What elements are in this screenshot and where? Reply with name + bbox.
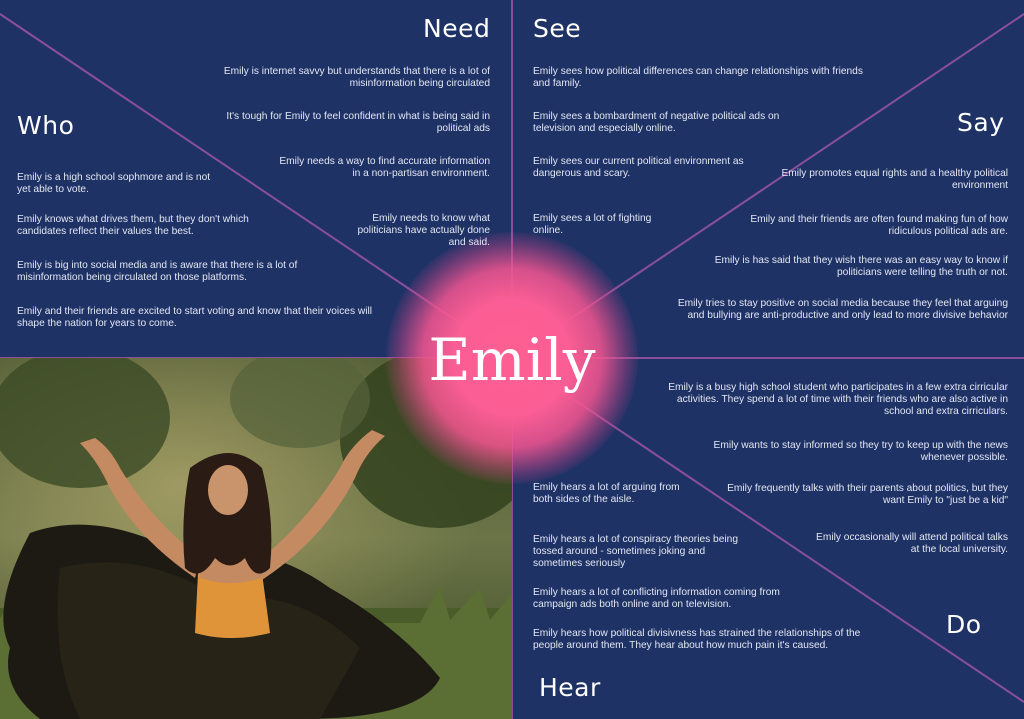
- need-item: Emily is internet savvy but understands …: [223, 66, 490, 89]
- heading-see: See: [533, 14, 582, 43]
- do-item: Emily frequently talks with their parent…: [727, 483, 1008, 506]
- see-item: Emily sees how political differences can…: [533, 66, 863, 89]
- heading-do: Do: [946, 610, 982, 639]
- heading-hear: Hear: [539, 673, 601, 702]
- do-item: Emily occasionally will attend political…: [816, 532, 1008, 555]
- who-item: Emily and their friends are excited to s…: [17, 306, 373, 329]
- say-item: Emily tries to stay positive on social m…: [677, 298, 1008, 321]
- do-item: Emily wants to stay informed so they try…: [713, 440, 1008, 463]
- see-item: Emily sees a bombardment of negative pol…: [533, 111, 780, 134]
- say-item: Emily promotes equal rights and a health…: [781, 168, 1008, 191]
- need-item: It's tough for Emily to feel confident i…: [226, 111, 490, 134]
- heading-who: Who: [17, 111, 75, 140]
- see-item: Emily sees a lot of fighting online.: [533, 213, 652, 236]
- need-item: Emily needs a way to find accurate infor…: [279, 156, 490, 179]
- say-item: Emily is has said that they wish there w…: [714, 255, 1008, 278]
- center-glow: [386, 232, 638, 484]
- hear-item: Emily hears a lot of arguing from both s…: [533, 482, 680, 505]
- heading-say: Say: [957, 108, 1005, 137]
- heading-need: Need: [423, 14, 491, 43]
- who-item: Emily is big into social media and is aw…: [17, 260, 298, 283]
- hear-item: Emily hears a lot of conspiracy theories…: [533, 534, 738, 569]
- do-item: Emily is a busy high school student who …: [668, 382, 1008, 417]
- say-item: Emily and their friends are often found …: [750, 214, 1008, 237]
- see-item: Emily sees our current political environ…: [533, 156, 744, 179]
- who-item: Emily knows what drives them, but they d…: [17, 214, 249, 237]
- who-item: Emily is a high school sophmore and is n…: [17, 172, 211, 195]
- hear-item: Emily hears a lot of conflicting informa…: [533, 587, 780, 610]
- persona-name: Emily: [428, 326, 596, 394]
- hear-item: Emily hears how political divisivness ha…: [533, 628, 861, 651]
- need-item: Emily needs to know what politicians hav…: [357, 213, 490, 248]
